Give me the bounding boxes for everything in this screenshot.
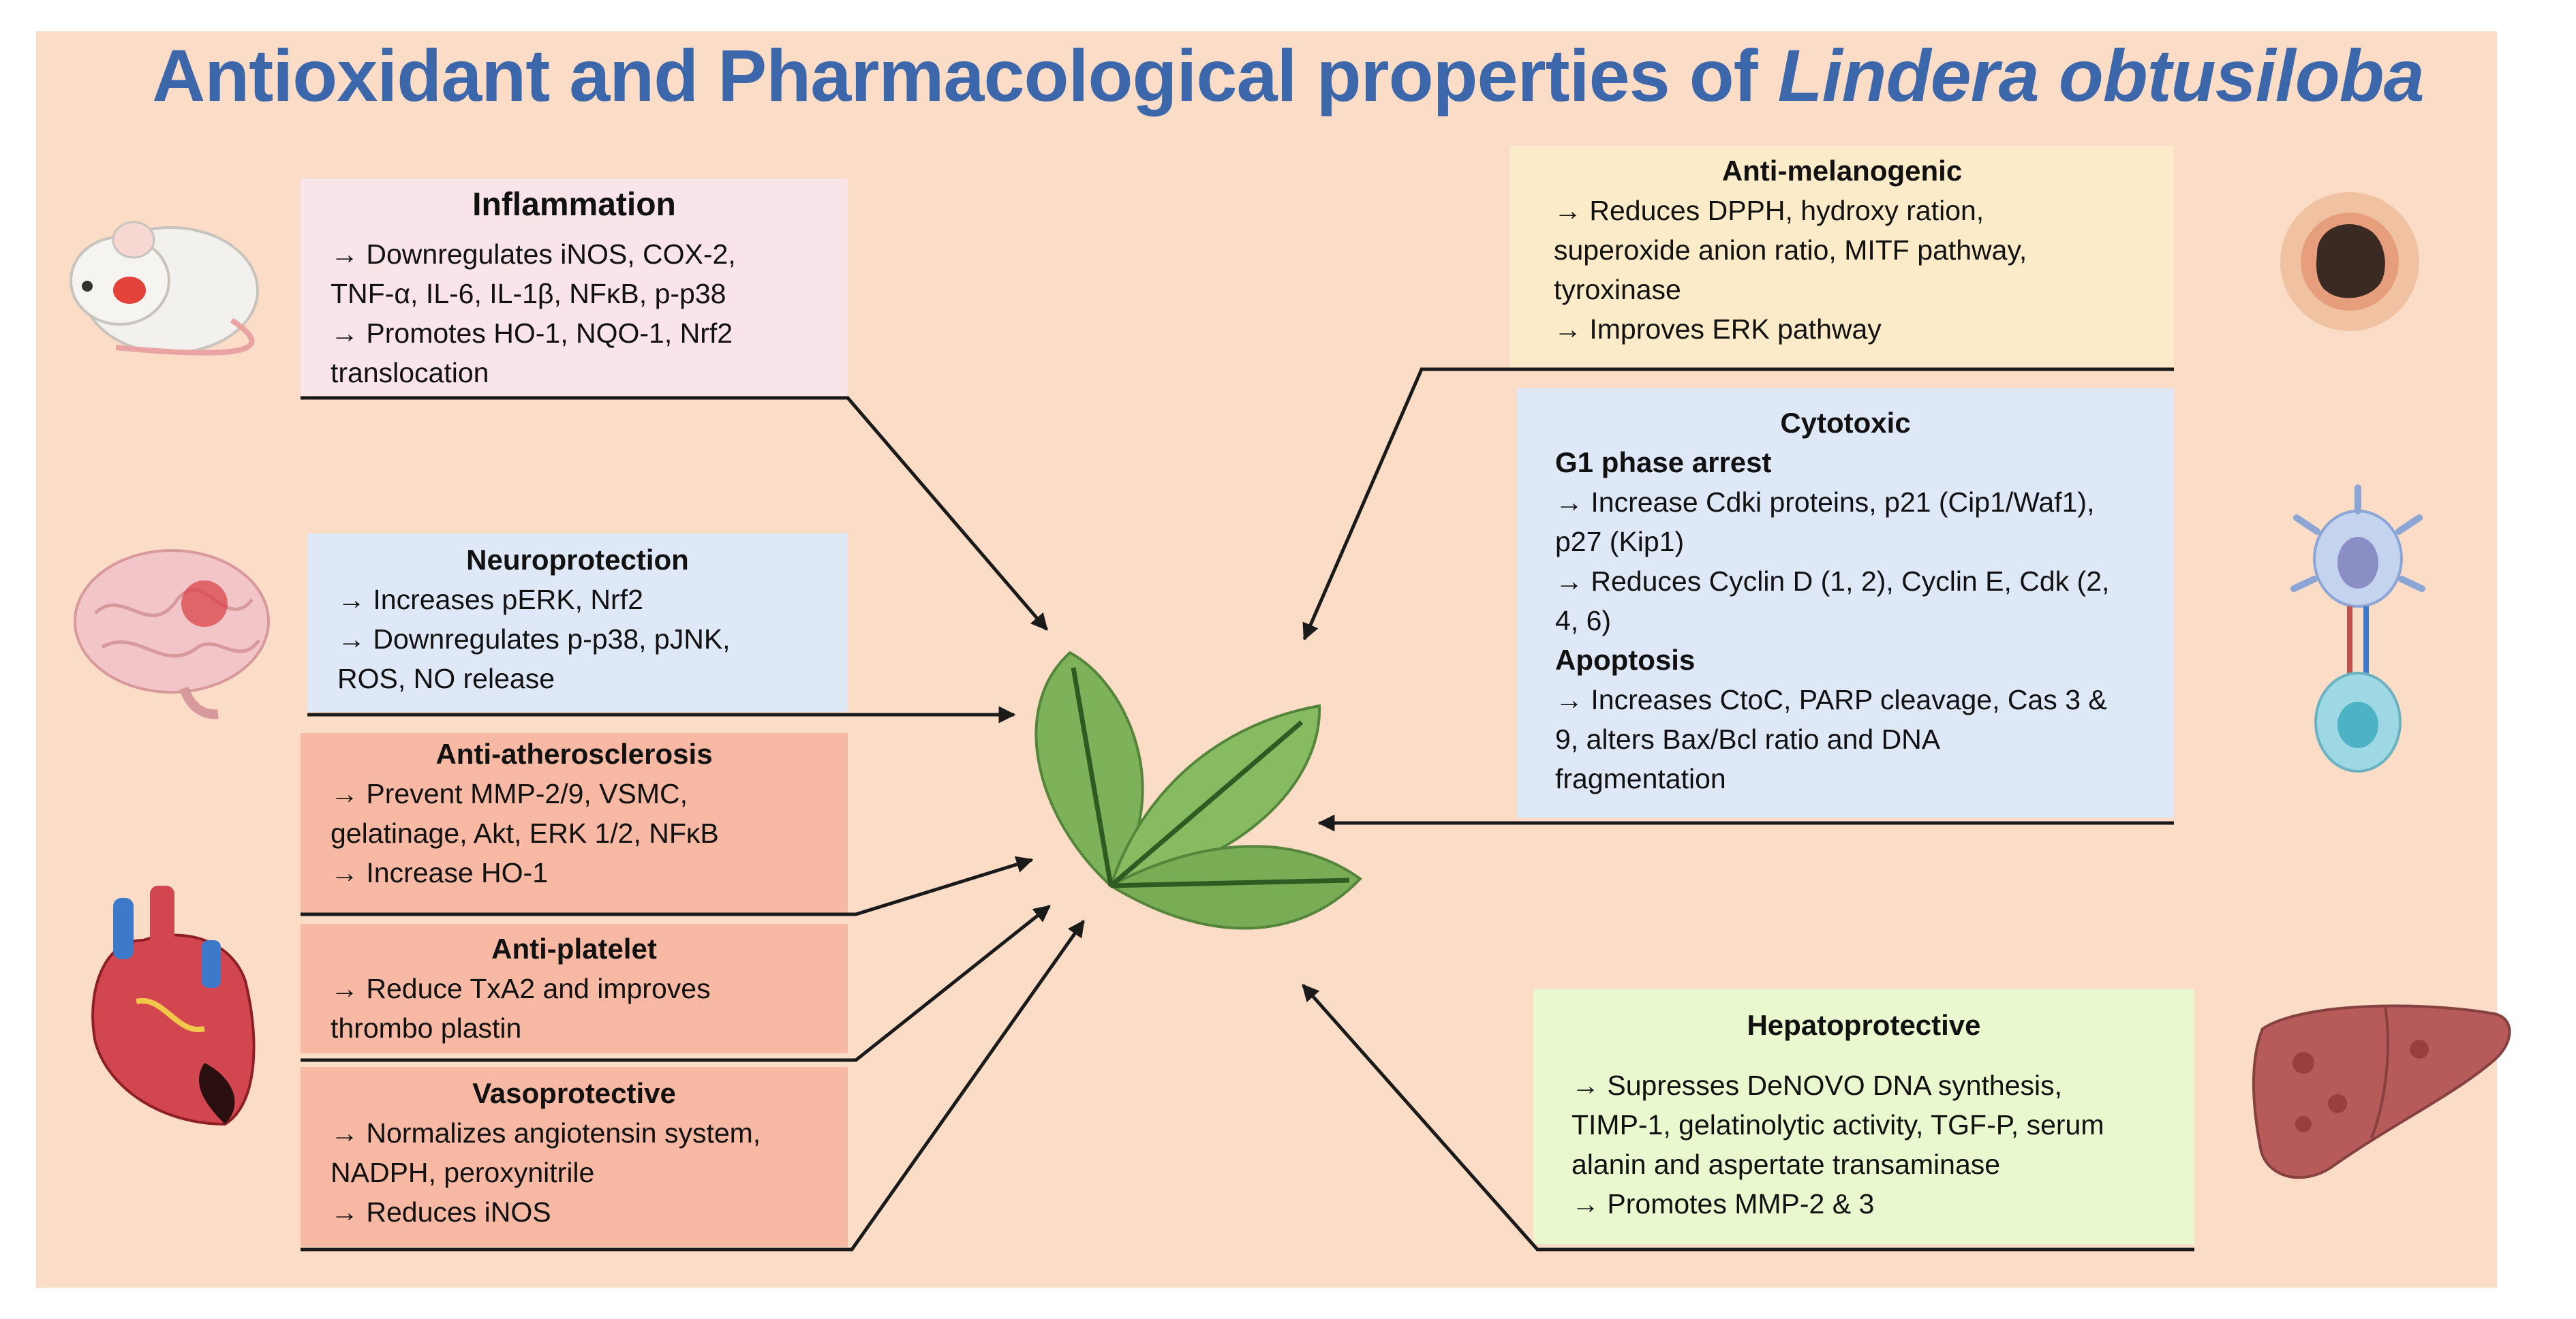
anti-melanogenic-box: Anti-melanogenic → Reduces DPPH, hydroxy… bbox=[1510, 146, 2174, 368]
anti-atherosclerosis-line: → Increase HO-1 bbox=[331, 857, 548, 888]
anti-atherosclerosis-line: gelatinage, Akt, ERK 1/2, NFκB bbox=[331, 818, 719, 849]
neuroprotection-line: → Downregulates p-p38, pJNK, bbox=[337, 623, 731, 655]
anti-platelet-box: Anti-platelet → Reduce TxA2 and improves… bbox=[301, 924, 848, 1053]
cytotoxic-line: p27 (Kip1) bbox=[1555, 526, 1685, 557]
neuroprotection-line: ROS, NO release bbox=[337, 663, 555, 694]
vasoprotective-line: → Normalizes angiotensin system, bbox=[331, 1117, 761, 1149]
inflammation-heading: Inflammation bbox=[472, 187, 676, 223]
cytotoxic-line: → Increases CtoC, PARP cleavage, Cas 3 & bbox=[1555, 684, 2107, 715]
cytotoxic-box: Cytotoxic G1 phase arrest → Increase Cdk… bbox=[1517, 388, 2174, 818]
anti-melanogenic-line: → Reduces DPPH, hydroxy ration, bbox=[1554, 195, 1984, 226]
neuroprotection-line: → Increases pERK, Nrf2 bbox=[337, 584, 643, 615]
anti-atherosclerosis-heading: Anti-atherosclerosis bbox=[435, 738, 713, 770]
anti-atherosclerosis-line: → Prevent MMP-2/9, VSMC, bbox=[331, 778, 688, 809]
hepatoprotective-line: TIMP-1, gelatinolytic activity, TGF-P, s… bbox=[1571, 1109, 2104, 1140]
anti-melanogenic-line: → Improves ERK pathway bbox=[1554, 313, 1882, 345]
anti-melanogenic-line: tyroxinase bbox=[1554, 274, 1681, 305]
inflammation-line: → Downregulates iNOS, COX-2, bbox=[331, 238, 736, 270]
cytotoxic-line: → Reduces Cyclin D (1, 2), Cyclin E, Cdk… bbox=[1555, 565, 2110, 597]
cytotoxic-subheading: Apoptosis bbox=[1555, 644, 1696, 676]
anti-platelet-line: → Reduce TxA2 and improves bbox=[331, 973, 711, 1004]
vasoprotective-line: NADPH, peroxynitrile bbox=[331, 1157, 595, 1188]
neuroprotection-box: Neuroprotection → Increases pERK, Nrf2 →… bbox=[307, 533, 848, 712]
neuroprotection-heading: Neuroprotection bbox=[466, 544, 689, 576]
inflammation-line: → Promotes HO-1, NQO-1, Nrf2 bbox=[331, 317, 733, 349]
vasoprotective-heading: Vasoprotective bbox=[472, 1077, 676, 1109]
hepatoprotective-line: → Promotes MMP-2 & 3 bbox=[1571, 1188, 1875, 1220]
anti-platelet-heading: Anti-platelet bbox=[491, 933, 657, 965]
vasoprotective-box: Vasoprotective → Normalizes angiotensin … bbox=[301, 1067, 848, 1247]
cytotoxic-line: fragmentation bbox=[1555, 763, 1726, 794]
hepatoprotective-line: alanin and aspertate transaminase bbox=[1571, 1149, 2001, 1180]
inflammation-box: Inflammation → Downregulates iNOS, COX-2… bbox=[301, 179, 848, 398]
title-species: Lindera obtusiloba bbox=[1777, 34, 2425, 117]
cytotoxic-line: 9, alters Bax/Bcl ratio and DNA bbox=[1555, 724, 1941, 755]
page-title: Antioxidant and Pharmacological properti… bbox=[0, 33, 2576, 118]
inflammation-line: translocation bbox=[331, 357, 489, 388]
hepatoprotective-box: Hepatoprotective → Supresses DeNOVO DNA … bbox=[1533, 989, 2194, 1244]
cytotoxic-heading: Cytotoxic bbox=[1780, 407, 1911, 439]
anti-melanogenic-line: superoxide anion ratio, MITF pathway, bbox=[1554, 234, 2027, 266]
anti-platelet-line: thrombo plastin bbox=[331, 1012, 522, 1044]
cytotoxic-subheading: G1 phase arrest bbox=[1555, 446, 1772, 478]
vasoprotective-line: → Reduces iNOS bbox=[331, 1196, 551, 1228]
hepatoprotective-line: → Supresses DeNOVO DNA synthesis, bbox=[1571, 1070, 2063, 1101]
cytotoxic-line: 4, 6) bbox=[1555, 605, 1612, 636]
cytotoxic-line: → Increase Cdki proteins, p21 (Cip1/Waf1… bbox=[1555, 486, 2095, 518]
inflammation-line: TNF-α, IL-6, IL-1β, NFκB, p-p38 bbox=[331, 278, 726, 309]
anti-melanogenic-heading: Anti-melanogenic bbox=[1721, 155, 1963, 187]
title-main: Antioxidant and Pharmacological properti… bbox=[152, 34, 1758, 117]
hepatoprotective-heading: Hepatoprotective bbox=[1747, 1009, 1981, 1041]
anti-atherosclerosis-box: Anti-atherosclerosis → Prevent MMP-2/9, … bbox=[301, 733, 848, 914]
